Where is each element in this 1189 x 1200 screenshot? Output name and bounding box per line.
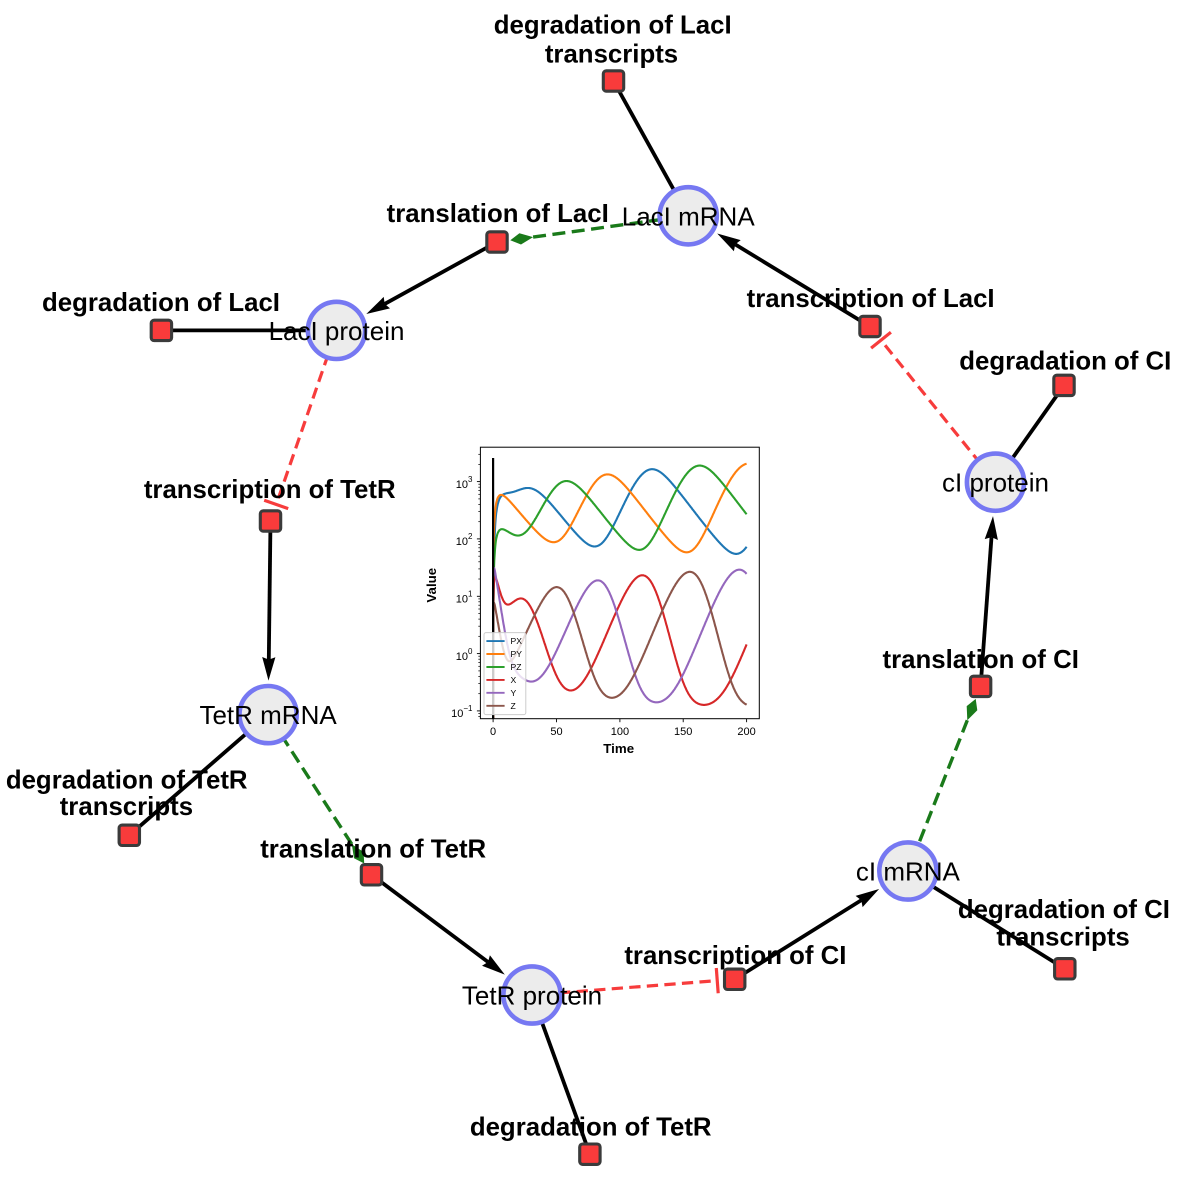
svg-text:transcripts: transcripts	[545, 41, 678, 69]
svg-text:translation of CI: translation of CI	[883, 646, 1079, 674]
svg-text:cI mRNA: cI mRNA	[856, 857, 961, 887]
svg-text:LacI mRNA: LacI mRNA	[622, 201, 756, 231]
svg-text:degradation of LacI: degradation of LacI	[494, 12, 732, 40]
svg-text:100: 100	[611, 726, 629, 738]
svg-text:cI protein: cI protein	[942, 468, 1049, 498]
svg-text:transcription of TetR: transcription of TetR	[144, 476, 396, 504]
svg-text:translation of TetR: translation of TetR	[260, 835, 486, 863]
svg-text:PY: PY	[511, 649, 523, 659]
svg-text:PX: PX	[511, 636, 523, 646]
svg-text:transcription of LacI: transcription of LacI	[747, 285, 995, 313]
svg-text:degradation of TetR: degradation of TetR	[6, 767, 248, 795]
svg-text:degradation of CI: degradation of CI	[958, 896, 1170, 924]
svg-text:transcription of CI: transcription of CI	[624, 942, 846, 970]
svg-text:Y: Y	[511, 688, 517, 698]
svg-text:degradation of LacI: degradation of LacI	[42, 289, 280, 317]
svg-text:LacI protein: LacI protein	[269, 316, 405, 346]
svg-text:PZ: PZ	[511, 662, 522, 672]
svg-text:Value: Value	[424, 568, 439, 603]
svg-text:degradation of TetR: degradation of TetR	[470, 1114, 712, 1142]
svg-text:degradation of CI: degradation of CI	[959, 347, 1171, 375]
svg-text:50: 50	[550, 726, 562, 738]
svg-text:TetR protein: TetR protein	[462, 981, 602, 1011]
svg-text:transcripts: transcripts	[60, 793, 193, 821]
svg-text:transcripts: transcripts	[996, 924, 1129, 952]
svg-text:Time: Time	[603, 741, 634, 756]
svg-text:0: 0	[490, 726, 496, 738]
svg-text:Z: Z	[511, 701, 516, 711]
svg-text:TetR mRNA: TetR mRNA	[199, 700, 337, 730]
svg-text:150: 150	[674, 726, 692, 738]
svg-text:X: X	[511, 675, 517, 685]
svg-text:translation of LacI: translation of LacI	[387, 200, 609, 228]
svg-text:200: 200	[737, 726, 755, 738]
